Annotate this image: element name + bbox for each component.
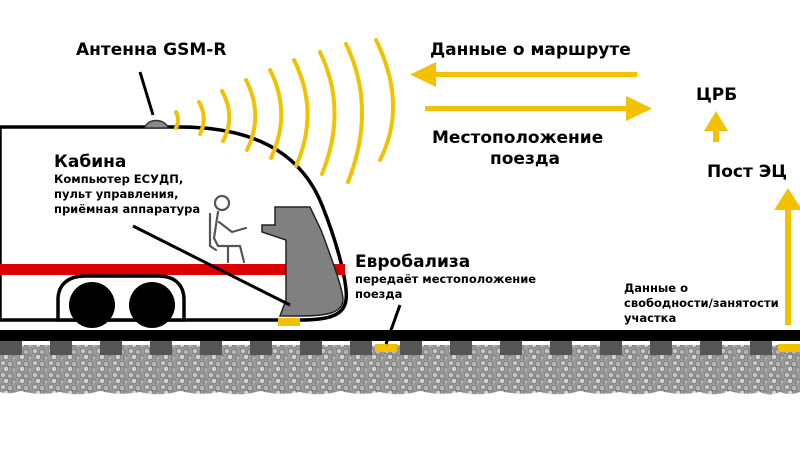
occupancy-line1: Данные о xyxy=(624,281,688,295)
occupancy-arrow xyxy=(774,188,800,325)
position-arrow xyxy=(425,96,652,121)
cabin-desc-line1: Компьютер ЕСУДП, xyxy=(54,172,183,186)
eurobalise-label: Евробализа xyxy=(355,252,470,272)
antenna-label: Антенна GSM-R xyxy=(76,40,226,60)
occupancy-line2: свободности/занятости xyxy=(624,296,779,310)
sleepers xyxy=(0,341,772,355)
rail xyxy=(0,330,800,341)
track-circuit-marker xyxy=(778,344,800,352)
train xyxy=(0,119,348,328)
eurobalise-desc-line2: поезда xyxy=(355,287,402,301)
cabin-pointer xyxy=(132,224,291,307)
driver-icon xyxy=(208,194,248,264)
eurobalise-pointer xyxy=(384,304,402,345)
antenna-pointer xyxy=(138,71,155,116)
wheel xyxy=(129,282,175,328)
route-data-arrow xyxy=(410,62,637,87)
cabin-desc-line3: приёмная аппаратура xyxy=(54,202,200,216)
cab-window xyxy=(261,206,344,317)
position-label-line2: поезда xyxy=(490,149,560,169)
cabin-label: Кабина xyxy=(54,152,126,172)
control-center-label: ЦРБ xyxy=(696,85,737,105)
ballast xyxy=(0,345,800,395)
antenna-dome xyxy=(144,119,170,129)
wheel xyxy=(69,282,115,328)
eurobalise-marker xyxy=(375,344,397,352)
radio-waves xyxy=(174,38,395,184)
balise-antenna xyxy=(278,318,300,326)
cabin-desc-line2: пульт управления, xyxy=(54,187,179,201)
interlocking-label: Пост ЭЦ xyxy=(707,162,787,182)
route-data-label: Данные о маршруте xyxy=(430,40,631,60)
position-label-line1: Местоположение xyxy=(432,128,603,148)
occupancy-line3: участка xyxy=(624,311,676,325)
train-stripe xyxy=(0,264,345,275)
to-control-center-arrow xyxy=(704,111,728,142)
eurobalise-desc-line1: передаёт местоположение xyxy=(355,272,536,286)
